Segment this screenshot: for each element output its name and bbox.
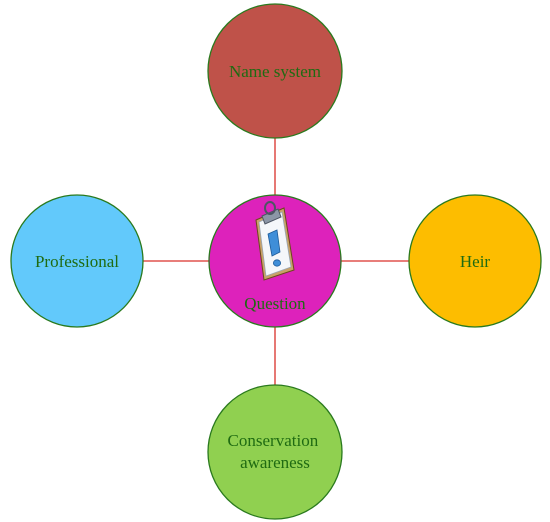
node-professional-label: Professional xyxy=(35,252,119,271)
node-conservation-awareness-line2: awareness xyxy=(240,453,310,472)
node-conservation-awareness[interactable]: Conservation awareness xyxy=(207,384,343,520)
node-heir[interactable]: Heir xyxy=(408,194,542,328)
node-professional-circle xyxy=(10,194,144,328)
node-question[interactable]: Question xyxy=(208,194,342,328)
node-conservation-awareness-circle xyxy=(207,384,343,520)
node-question-label: Question xyxy=(244,294,306,313)
node-heir-circle xyxy=(408,194,542,328)
node-name-system-label: Name system xyxy=(229,62,321,81)
connectors xyxy=(143,138,409,386)
clipboard-exclamation-icon xyxy=(255,201,295,281)
node-name-system-circle xyxy=(207,3,343,139)
node-name-system[interactable]: Name system xyxy=(207,3,343,139)
node-professional[interactable]: Professional xyxy=(10,194,144,328)
node-heir-label: Heir xyxy=(460,252,491,271)
node-conservation-awareness-line1: Conservation xyxy=(228,431,319,450)
node-conservation-awareness-label: Conservation awareness xyxy=(228,431,323,472)
